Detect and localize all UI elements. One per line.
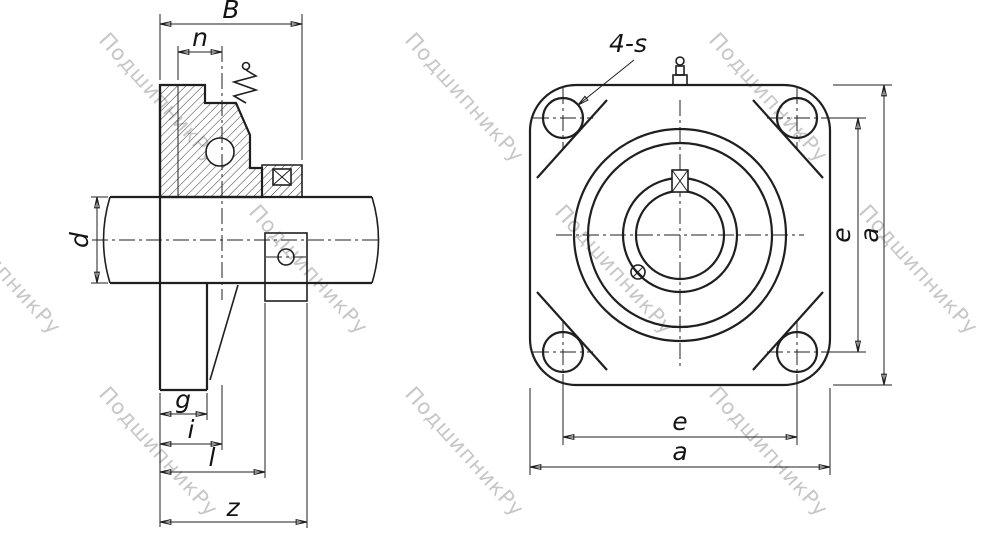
dim-label-e-vertical: e (827, 227, 856, 242)
dim-label-d: d (65, 232, 94, 248)
grease-fitting-icon (231, 61, 259, 104)
side-section-view: B n d g (65, 0, 382, 528)
front-view: 4-s e a e (528, 29, 892, 475)
corner-chamfers (536, 99, 824, 371)
dim-label-4s: 4-s (609, 29, 647, 58)
dimension-z: z (159, 303, 308, 528)
dimension-a-horizontal: a (529, 388, 831, 475)
flange-lug (264, 232, 308, 302)
dimension-d: d (65, 196, 108, 284)
dim-label-i: i (188, 415, 195, 444)
grease-nipple-icon (672, 56, 688, 86)
dim-label-a-vertical: a (855, 227, 884, 242)
housing-section (158, 61, 303, 199)
inner-ring-set-screws (630, 169, 689, 280)
dimension-e-vertical: e (827, 117, 866, 353)
dim-label-z: z (225, 493, 240, 522)
flange-plate (158, 85, 239, 392)
dimension-e-horizontal: e (562, 374, 798, 445)
dimension-i: i (159, 385, 223, 450)
dimension-g: g (159, 385, 208, 527)
set-screw-side (630, 264, 646, 280)
dim-label-B: B (222, 0, 239, 24)
shaft (92, 195, 382, 285)
bearing-ball (205, 137, 235, 167)
dimension-n: n (177, 23, 223, 80)
bolt-holes (533, 88, 827, 382)
dimension-B: B (159, 0, 303, 160)
dimension-a-vertical: a (833, 84, 892, 386)
dim-label-e-horizontal: e (672, 407, 687, 436)
bearing-circles (556, 100, 804, 370)
callout-4s: 4-s (577, 29, 647, 106)
dim-label-a-horizontal: a (672, 437, 687, 466)
dim-label-g: g (175, 385, 191, 414)
dim-label-n: n (192, 23, 208, 52)
dimension-l: l (159, 303, 266, 478)
dim-label-l: l (209, 443, 216, 472)
